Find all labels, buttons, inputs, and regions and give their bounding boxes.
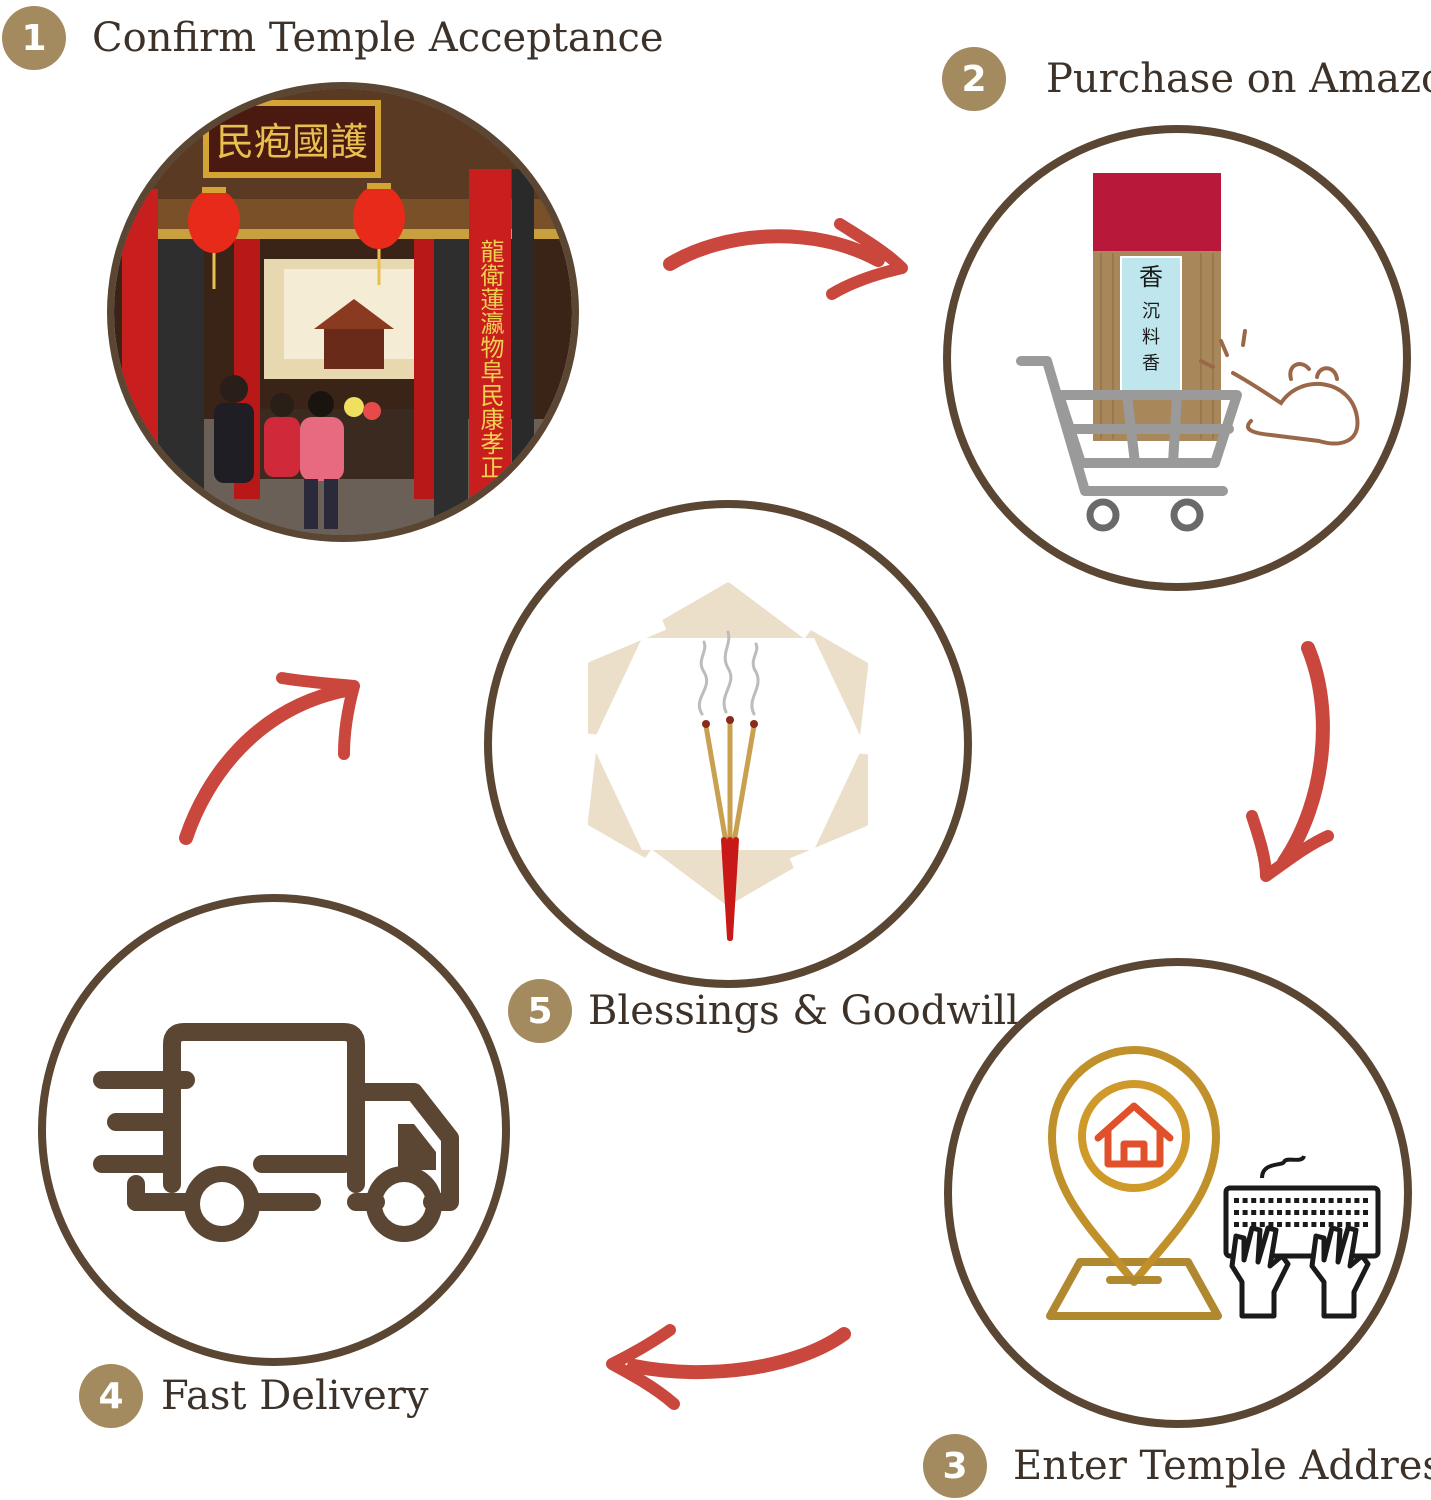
keyboard-key	[1259, 1210, 1265, 1215]
svg-text:沉: 沉	[1142, 301, 1160, 322]
keyboard-key	[1251, 1222, 1257, 1227]
svg-text:料: 料	[1142, 327, 1160, 348]
incense-pack	[1093, 173, 1221, 251]
step-2-badge: 2	[942, 47, 1006, 111]
keyboard-key	[1242, 1198, 1248, 1203]
keyboard-key	[1354, 1210, 1360, 1215]
step-1-title: Confirm Temple Acceptance	[92, 15, 664, 61]
keyboard-key	[1302, 1222, 1308, 1227]
keyboard-key	[1285, 1198, 1291, 1203]
step-3-badge: 3	[923, 1434, 987, 1498]
keyboard-key	[1285, 1222, 1291, 1227]
incense-pack-label	[1120, 256, 1182, 398]
shopping-cart-icon: 香 沉 料 香	[1016, 173, 1360, 532]
step-3-label: 3 Enter Temple Address	[923, 1434, 1431, 1498]
temple-couplet-text: 龍衛蓮瀛物阜民康孝正	[476, 239, 504, 479]
location-pin-keyboard-icon	[1046, 1046, 1381, 1320]
keyboard-key	[1337, 1198, 1343, 1203]
keyboard-key	[1234, 1222, 1239, 1227]
keyboard-key	[1311, 1222, 1317, 1227]
keyboard-key	[1328, 1198, 1334, 1203]
keyboard-key	[1251, 1198, 1257, 1203]
arrow-3-to-4	[606, 1324, 851, 1410]
keyboard-key	[1234, 1210, 1239, 1215]
keyboard-key	[1345, 1198, 1351, 1203]
arrow-1-to-2	[663, 218, 908, 300]
svg-text:香: 香	[1142, 353, 1160, 374]
keyboard-key	[1363, 1198, 1368, 1203]
keyboard-key	[1320, 1210, 1325, 1215]
keyboard-key	[1242, 1222, 1248, 1227]
keyboard-key	[1285, 1210, 1291, 1215]
arrow-2-to-3	[1246, 641, 1334, 882]
keyboard-key	[1354, 1222, 1360, 1227]
keyboard-key	[1259, 1222, 1265, 1227]
keyboard-key	[1345, 1210, 1351, 1215]
arrow-4-to-5	[179, 672, 360, 845]
keyboard-key	[1277, 1210, 1282, 1215]
keyboard-key	[1294, 1222, 1300, 1227]
temple-plaque-text: 民疱國護	[216, 120, 368, 164]
step-4-label: 4 Fast Delivery	[79, 1364, 429, 1428]
keyboard-key	[1311, 1198, 1317, 1203]
typing-hands-icon	[1229, 1225, 1371, 1319]
step-3-title: Enter Temple Address	[1013, 1443, 1431, 1489]
step-4-badge: 4	[79, 1364, 143, 1428]
step-2-title: Purchase on Amazon	[1046, 56, 1431, 102]
step-5-label: 5 Blessings & Goodwill	[508, 979, 1019, 1043]
svg-text:香: 香	[1139, 263, 1163, 291]
temple-photo-circle: 民疱國護 龍衛蓮瀛物阜民康孝正	[107, 82, 579, 542]
keyboard-key	[1294, 1198, 1300, 1203]
keyboard-key	[1363, 1222, 1368, 1227]
location-pin-icon	[1048, 1046, 1220, 1286]
keyboard-key	[1242, 1210, 1248, 1215]
step-1-label: 1 Confirm Temple Acceptance	[2, 6, 664, 70]
delivery-circle	[38, 894, 510, 1366]
keyboard-key	[1345, 1222, 1351, 1227]
keyboard-key	[1268, 1210, 1274, 1215]
temple-photo: 民疱國護 龍衛蓮瀛物阜民康孝正	[114, 89, 572, 535]
blessings-circle	[484, 500, 972, 988]
keyboard-key	[1354, 1198, 1360, 1203]
keyboard-key	[1268, 1222, 1274, 1227]
keyboard-key	[1311, 1210, 1317, 1215]
cart-wheel-left	[1086, 498, 1120, 532]
address-circle	[944, 958, 1412, 1428]
keyboard-key	[1277, 1222, 1282, 1227]
truck-wheel-front	[366, 1166, 442, 1242]
keyboard-key	[1320, 1222, 1325, 1227]
step-2-label: 2 Purchase on Amazon	[942, 47, 1431, 111]
keyboard-key	[1294, 1210, 1300, 1215]
keyboard-key	[1337, 1222, 1343, 1227]
keyboard-key	[1320, 1198, 1325, 1203]
keyboard-key	[1251, 1210, 1257, 1215]
cart-wheel-right	[1170, 498, 1204, 532]
keyboard-key	[1328, 1222, 1334, 1227]
step-4-title: Fast Delivery	[161, 1373, 429, 1419]
step-5-title: Blessings & Goodwill	[588, 988, 1019, 1034]
keyboard-key	[1328, 1210, 1334, 1215]
incense-sticks-icon	[574, 565, 882, 941]
pointing-hand-icon	[1199, 329, 1360, 446]
keyboard-key	[1259, 1198, 1265, 1203]
keyboard-key	[1337, 1210, 1343, 1215]
purchase-circle: 香 沉 料 香	[943, 125, 1411, 591]
step-5-badge: 5	[508, 979, 572, 1043]
keyboard-key	[1363, 1210, 1368, 1215]
keyboard-key	[1234, 1198, 1239, 1203]
keyboard-key	[1302, 1198, 1308, 1203]
map-base-icon	[1046, 1258, 1222, 1320]
step-1-badge: 1	[2, 6, 66, 70]
keyboard-key	[1277, 1198, 1282, 1203]
house-icon	[1094, 1102, 1174, 1168]
delivery-truck-icon	[93, 1023, 459, 1242]
truck-wheel-rear	[184, 1166, 260, 1242]
keyboard-key	[1268, 1198, 1274, 1203]
keyboard-key	[1302, 1210, 1308, 1215]
